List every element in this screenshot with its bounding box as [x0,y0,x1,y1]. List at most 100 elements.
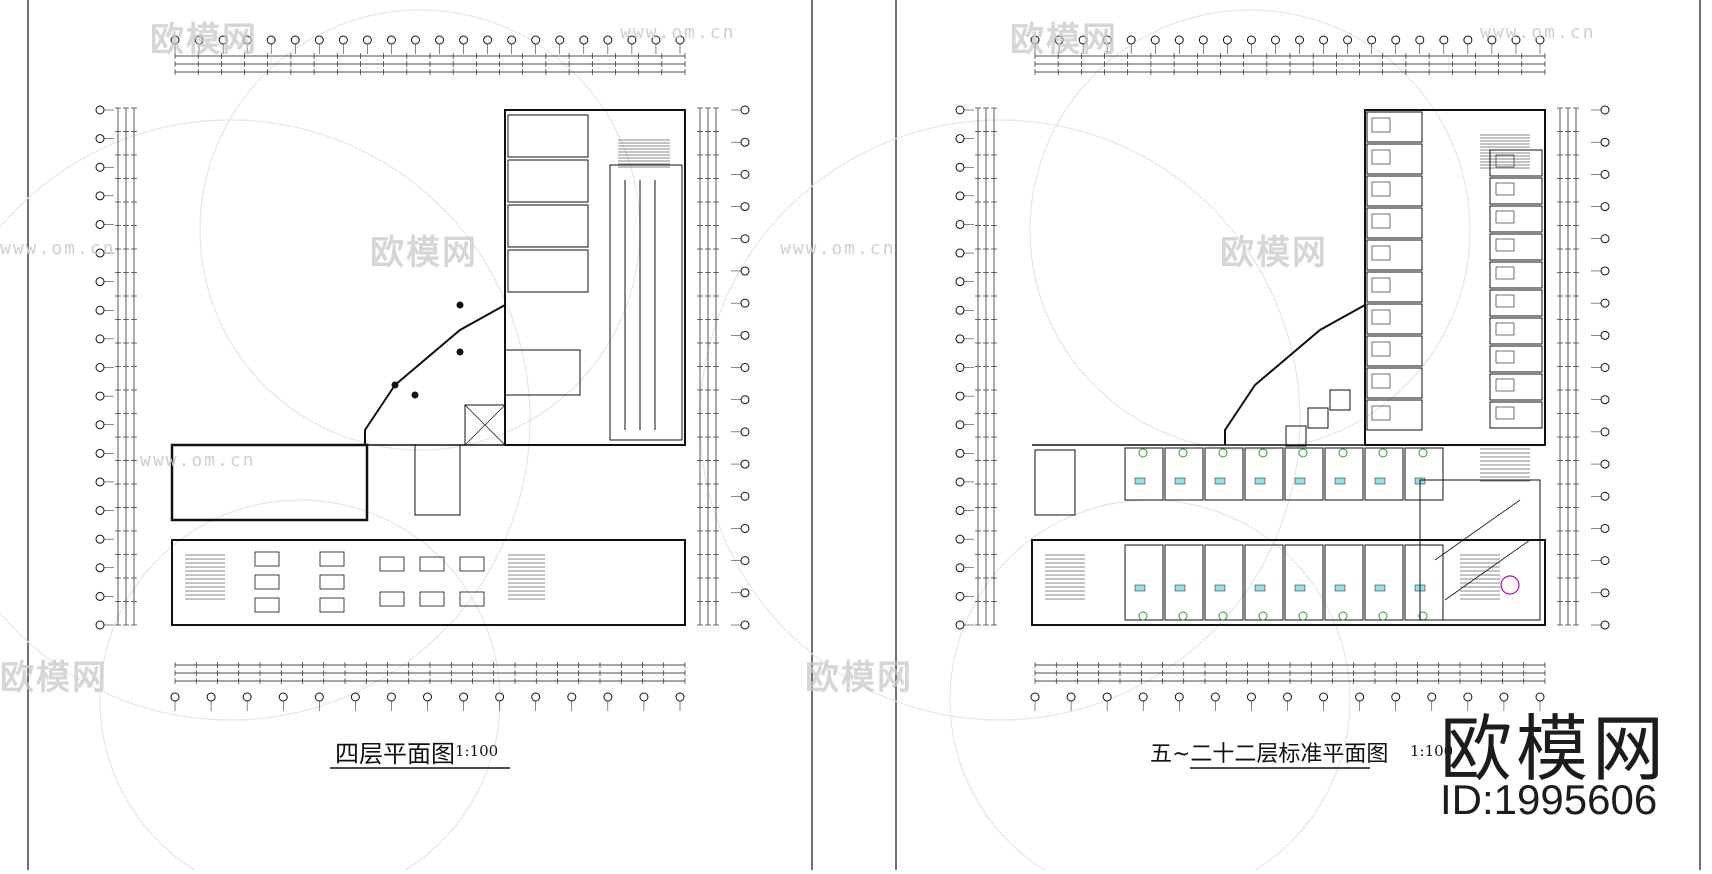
plant-marker [1378,611,1388,621]
column [391,381,399,389]
watermark-arc [99,499,501,874]
watermark-logo: 欧模网 [805,658,913,698]
axis-bubble [1174,35,1184,45]
axis-bubble [1150,35,1160,45]
guest-room [507,249,589,293]
magenta-marker [1500,575,1520,595]
bathroom [1495,266,1515,280]
bathroom [1495,154,1515,168]
axis-bubble [1174,692,1184,702]
axis-bubble [740,491,750,501]
axis-bubble [1600,491,1610,501]
axis-bubble [95,277,105,287]
axis-bubble [955,420,965,430]
axis-bubble [955,134,965,144]
axis-bubble [1126,35,1136,45]
axis-bubble [955,248,965,258]
office-room [504,349,581,396]
axis-bubble [1415,35,1425,45]
office-room [414,444,461,516]
axis-bubble [350,692,360,702]
watermark-arc [1029,9,1471,451]
wing-outline [1364,109,1546,446]
axis-bubble [1600,169,1610,179]
guest-room [1204,447,1244,501]
axis-bubble [1270,35,1280,45]
fixture [1374,477,1386,485]
desk [379,591,405,607]
axis-bubble [362,35,372,45]
axis-bubble [206,692,216,702]
axis-bubble [1600,105,1610,115]
guest-room [1489,177,1543,205]
axis-bubble [740,427,750,437]
axis-bubble [740,363,750,372]
axis-bubble [1319,692,1329,702]
axis-bubble [459,692,469,702]
axis-bubble [459,35,469,45]
elevator [1307,407,1329,429]
wing-outline [171,539,686,626]
desk [254,551,280,567]
axis-bubble [1600,363,1610,372]
axis-bubble [531,35,541,45]
guest-room [1366,239,1423,271]
watermark-logo: 欧模网 [1220,233,1328,273]
axis-bubble [507,35,517,45]
left-plan-title: 四层平面图 [335,740,455,768]
axis-bubble [266,35,276,45]
watermark-logo: 欧模网 [370,233,478,273]
guest-room [1489,149,1543,177]
watermark-arc [949,499,1351,874]
guest-room [507,204,589,248]
desk [254,574,280,590]
desk [419,591,445,607]
bathroom [1495,406,1515,420]
guest-room [1489,205,1543,233]
axis-bubble [1198,35,1208,45]
plant-marker [1218,448,1228,458]
axis-bubble [95,391,105,401]
right-plan-title: 五~二十二层标准平面图 [1150,742,1389,767]
watermark-url: www.om.cn [140,450,256,471]
left-plan-scale: 1:100 [455,742,499,760]
axis-bubble [955,448,965,458]
axis-bubble [740,137,750,147]
axis-bubble [95,448,105,458]
brand-logo-text: 欧模网 [1440,707,1669,791]
axis-bubble [1319,35,1329,45]
guest-room [1124,447,1164,501]
guest-room [1124,544,1164,621]
axis-bubble [1391,692,1401,702]
axis-bubble [95,162,105,172]
plant-marker [1378,448,1388,458]
bathroom [1371,373,1391,389]
axis-bubble [1600,523,1610,533]
axis-bubble [740,202,750,212]
axis-bubble [955,477,965,487]
bathroom [1371,149,1391,165]
guest-room [1324,447,1364,501]
wing-outline [1031,539,1546,626]
axis-bubble [955,591,965,601]
bathroom [1371,245,1391,261]
axis-bubble [170,692,180,702]
desk [254,597,280,613]
axis-bubble [314,692,324,702]
plant-marker [1138,611,1148,621]
axis-bubble [1102,692,1112,702]
axis-bubble [955,305,965,315]
axis-bubble [531,692,541,702]
axis-bubble [675,692,685,702]
axis-bubble [1439,35,1449,45]
axis-bubble [955,391,965,401]
elevator [464,404,506,446]
axis-bubble [435,35,445,45]
desk [319,551,345,567]
axis-bubble [1600,556,1610,566]
guest-room [1489,261,1543,289]
watermark-logo: 欧模网 [0,658,108,698]
axis-bubble [1600,395,1610,405]
shaft [609,164,683,441]
